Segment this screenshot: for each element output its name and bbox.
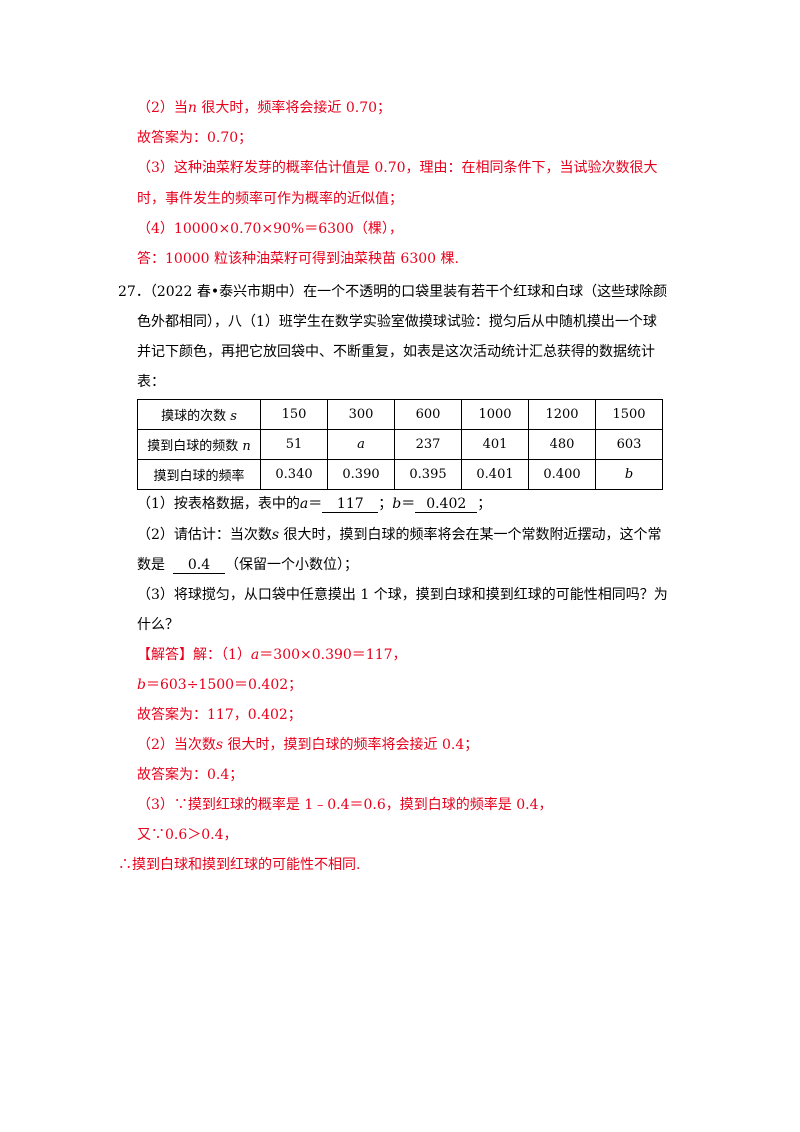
- sub-question-3: （3）将球搅匀，从口袋中任意摸出 1 个球，摸到白球和摸到红球的可能性相同吗？为: [137, 587, 668, 603]
- table-cell: 480: [528, 429, 596, 460]
- answer-blank-1: 117: [336, 496, 364, 512]
- text: （保留一个小数位）；: [225, 557, 358, 573]
- text: ＝: [401, 496, 416, 512]
- text: 解：（1）: [193, 647, 251, 663]
- text: ＝300×0.390＝117，: [259, 647, 407, 663]
- text: 很大时，摸到白球的频率将会在某一个常数附近摆动，这个常: [279, 527, 662, 543]
- text: 摸到白球的频数: [147, 439, 243, 454]
- table-cell: 1500: [595, 399, 663, 430]
- answer-line-1: 【解答】解：（1）a＝300×0.390＝117，: [137, 645, 407, 665]
- sub-question-1: （1）按表格数据，表中的a＝117；b＝0.402；: [137, 494, 491, 514]
- var-s: s: [271, 527, 280, 543]
- table-header-cell: 摸到白球的频率: [137, 459, 261, 490]
- text: ；: [477, 496, 492, 512]
- prev-answer-line: 时，事件发生的频率可作为概率的近似值；: [137, 191, 403, 207]
- table-cell: b: [595, 459, 663, 490]
- table-header-cell: 摸球的次数 s: [137, 399, 261, 430]
- text: ＝: [308, 496, 323, 512]
- answer-line-4: （2）当次数s 很大时，摸到白球的频率将会接近 0.4；: [137, 735, 478, 755]
- table-cell: 603: [595, 429, 663, 460]
- blank: 117: [322, 496, 379, 513]
- table-cell: 0.400: [528, 459, 596, 490]
- text: （2）请估计：当次数: [137, 527, 272, 543]
- text: （2）当: [137, 100, 188, 116]
- text: 摸球的次数: [161, 409, 231, 424]
- data-table: 摸球的次数 s 150 300 600 1000 1200 1500 摸到白球的…: [137, 399, 663, 490]
- table-cell: 0.390: [327, 459, 395, 490]
- table-cell: a: [327, 429, 395, 460]
- table-row: 摸球的次数 s 150 300 600 1000 1200 1500: [137, 399, 663, 430]
- sub-question-2: （2）请估计：当次数s 很大时，摸到白球的频率将会在某一个常数附近摆动，这个常: [137, 525, 662, 545]
- table-cell: 237: [394, 429, 462, 460]
- text: 很大时，摸到白球的频率将会接近 0.4；: [223, 737, 479, 753]
- table-cell: 51: [260, 429, 328, 460]
- answer-line-7: 又∵0.6＞0.4，: [137, 827, 238, 843]
- answer-line-5: 故答案为：0.4；: [137, 767, 244, 783]
- table-cell: 300: [327, 399, 395, 430]
- table-cell: 1000: [461, 399, 529, 430]
- sub-question-3-cont: 什么？: [137, 617, 179, 633]
- answer-blank-3: 0.4: [187, 557, 211, 573]
- answer-tag: 【解答】: [137, 647, 193, 663]
- table-cell: 1200: [528, 399, 596, 430]
- table-cell: 0.401: [461, 459, 529, 490]
- answer-line-6: （3）∵摸到红球的概率是 1﹣0.4＝0.6，摸到白球的频率是 0.4，: [137, 797, 553, 813]
- blank: 0.4: [173, 557, 225, 574]
- blank: 0.402: [415, 496, 478, 513]
- table-cell: 0.395: [394, 459, 462, 490]
- text: ＝603÷1500＝0.402；: [145, 677, 303, 693]
- prev-answer-line-4: （4）10000×0.70×90%＝6300（棵），: [137, 221, 403, 237]
- prev-answer-line-3: （3）这种油菜籽发芽的概率估计值是 0.70，理由：在相同条件下，当试验次数很大: [137, 160, 658, 176]
- prev-answer-line: 故答案为：0.70；: [137, 130, 253, 146]
- table-row: 摸到白球的频数 n 51 a 237 401 480 603: [137, 429, 663, 460]
- text: 数是: [137, 557, 165, 573]
- text: ；: [378, 496, 393, 512]
- var-n: n: [187, 100, 197, 116]
- sub-question-2-cont: 数是 0.4 （保留一个小数位）；: [137, 555, 358, 575]
- question-27-stem: 色外都相同），八（1）班学生在数学实验室做摸球试验：搅匀后从中随机摸出一个球: [137, 314, 657, 330]
- answer-line-3: 故答案为：117，0.402；: [137, 707, 302, 723]
- table-row: 摸到白球的频率 0.340 0.390 0.395 0.401 0.400 b: [137, 459, 663, 490]
- table-cell: 0.340: [260, 459, 328, 490]
- var-s: s: [230, 409, 237, 424]
- text: （1）按表格数据，表中的: [137, 496, 300, 512]
- answer-conclusion: ∴摸到白球和摸到红球的可能性不相同.: [118, 857, 361, 873]
- text: （2）当次数: [137, 737, 216, 753]
- table-cell: 401: [461, 429, 529, 460]
- var-a: a: [250, 647, 260, 663]
- answer-blank-2: 0.402: [426, 496, 467, 512]
- table-cell: 150: [260, 399, 328, 430]
- var-a: a: [299, 496, 309, 512]
- var-s: s: [215, 737, 224, 753]
- prev-answer-line-2: （2）当n 很大时，频率将会接近 0.70；: [137, 98, 391, 118]
- var-b: b: [137, 677, 146, 693]
- question-27-stem: 表：: [137, 374, 165, 390]
- question-27-stem: 并记下颜色，再把它放回袋中、不断重复，如表是这次活动统计汇总获得的数据统计: [137, 344, 655, 360]
- prev-answer-conclusion: 答：10000 粒该种油菜籽可得到油菜秧苗 6300 棵.: [137, 251, 459, 267]
- table-cell: 600: [394, 399, 462, 430]
- question-27-stem: 27．（2022 春•泰兴市期中）在一个不透明的口袋里装有若干个红球和白球（这些…: [118, 284, 668, 300]
- table-header-cell: 摸到白球的频数 n: [137, 429, 261, 460]
- var-b: b: [392, 496, 402, 512]
- text: 很大时，频率将会接近 0.70；: [196, 100, 392, 116]
- answer-line-2: b＝603÷1500＝0.402；: [137, 675, 302, 695]
- var-n: n: [242, 439, 251, 454]
